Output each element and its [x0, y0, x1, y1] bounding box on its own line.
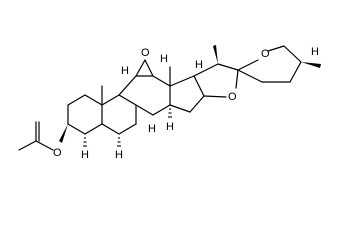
h-label-c12: H — [160, 53, 168, 65]
ring-e — [193, 63, 239, 98]
h-label-c9: H — [115, 149, 123, 161]
c21-methyl-wedge — [213, 45, 218, 64]
h-label-c5: H — [81, 149, 89, 161]
c27-methyl-wedge — [301, 62, 321, 68]
acetate-group — [18, 121, 68, 151]
epoxide-oxygen-label: O — [141, 47, 150, 59]
h-label-c11: H — [121, 65, 129, 77]
ring-a — [67, 94, 103, 135]
h-label-c17: H — [195, 59, 203, 71]
c3-oxygen-wedge — [59, 124, 68, 143]
ester-oxygen-label: O — [53, 147, 62, 159]
ring-d — [169, 75, 205, 113]
ring-b — [101, 94, 137, 135]
steroid-skeletal-structure: O O O O H H H H H H H H — [18, 45, 321, 161]
h-label-c14: H — [166, 121, 174, 133]
ring-c — [118, 75, 171, 116]
furan-oxygen-label: O — [228, 91, 237, 103]
h-label-c8: H — [148, 123, 156, 135]
methyl-groups — [101, 45, 321, 106]
pyran-oxygen-label: O — [261, 48, 270, 60]
ring-f — [237, 45, 302, 83]
hashed-bonds — [83, 108, 172, 147]
epoxide-ring — [135, 59, 154, 77]
chemical-structure-canvas: O O O O H H H H H H H H — [18, 45, 321, 161]
h-label-c25: H — [311, 46, 319, 58]
